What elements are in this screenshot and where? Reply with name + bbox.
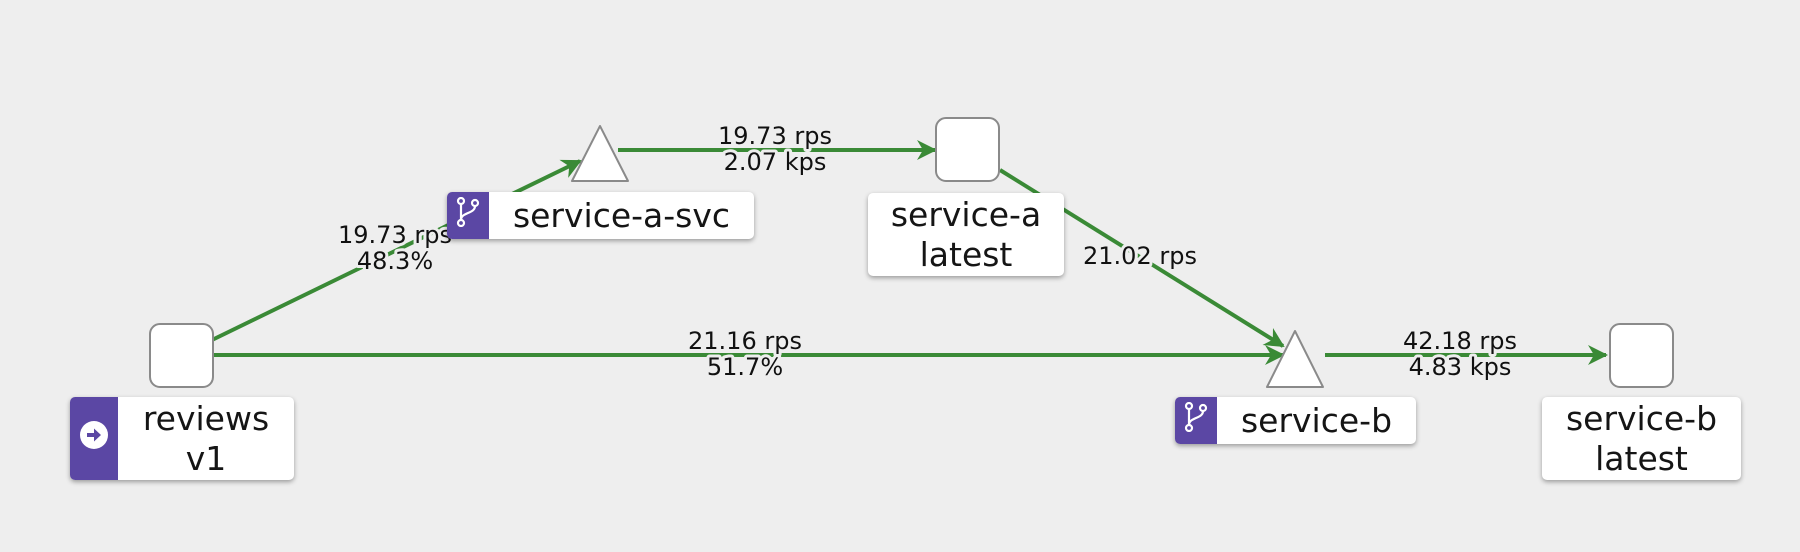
node-label-line2: latest bbox=[919, 234, 1013, 274]
badge bbox=[1175, 397, 1217, 444]
workload-node-service-b-latest[interactable] bbox=[1609, 323, 1674, 388]
node-label-line1: service-b bbox=[1565, 398, 1718, 438]
node-label-service-a-latest[interactable]: service-a latest bbox=[868, 193, 1064, 276]
node-label-line1: reviews bbox=[142, 398, 270, 438]
edge-label-reviews-a-svc-percent: 48.3% bbox=[357, 247, 433, 275]
edge-label-a-svc-a-rps: 19.73 rps bbox=[718, 122, 832, 150]
edge-label-a-svc-a-kps: 2.07 kps bbox=[724, 148, 827, 176]
node-label-service-a-svc[interactable]: service-a-svc bbox=[447, 192, 754, 239]
edge-label-a-b-svc-rps: 21.02 rps bbox=[1083, 242, 1197, 270]
badge bbox=[70, 397, 118, 480]
node-label-line1: service-a bbox=[890, 194, 1042, 234]
git-branch-icon bbox=[1184, 401, 1208, 440]
workload-node-reviews-v1[interactable] bbox=[149, 323, 214, 388]
service-node-service-a-svc[interactable] bbox=[571, 125, 629, 182]
badge bbox=[447, 192, 489, 239]
node-label-text: service-a-svc bbox=[512, 195, 731, 235]
node-label-line2: v1 bbox=[185, 438, 227, 478]
node-label-service-b[interactable]: service-b bbox=[1175, 397, 1416, 444]
node-label-service-b-latest[interactable]: service-b latest bbox=[1542, 397, 1741, 480]
edge-label-reviews-a-svc-rps: 19.73 rps bbox=[338, 221, 452, 249]
service-node-service-b[interactable] bbox=[1266, 330, 1324, 388]
edge-reviews-to-service-a-svc[interactable] bbox=[211, 159, 582, 342]
edge-label-reviews-b-svc-rps: 21.16 rps bbox=[688, 327, 802, 355]
arrow-circle-right-icon bbox=[79, 419, 109, 458]
edge-label-b-svc-b-kps: 4.83 kps bbox=[1409, 353, 1512, 381]
workload-node-service-a-latest[interactable] bbox=[935, 117, 1000, 182]
node-label-text: service-b bbox=[1240, 400, 1393, 440]
node-label-reviews-v1[interactable]: reviews v1 bbox=[70, 397, 294, 480]
edge-label-reviews-b-svc-percent: 51.7% bbox=[707, 353, 783, 381]
git-branch-icon bbox=[456, 196, 480, 235]
edge-label-b-svc-b-rps: 42.18 rps bbox=[1403, 327, 1517, 355]
node-label-line2: latest bbox=[1595, 438, 1688, 478]
